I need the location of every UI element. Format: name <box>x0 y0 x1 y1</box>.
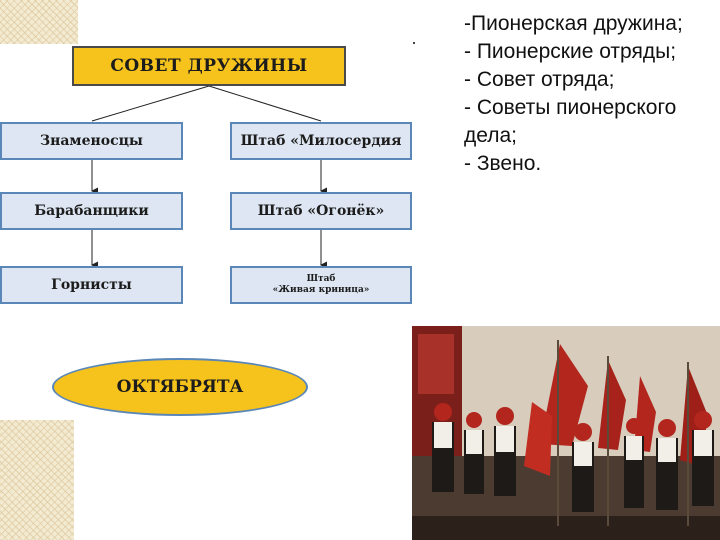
list-item: -Пионерская дружина; <box>464 12 683 35</box>
connector-lines <box>91 85 327 269</box>
list-item: - Советы пионерского дела; <box>464 96 677 147</box>
zhivaya-krinitsa-line2: «Живая криница» <box>272 285 370 295</box>
mercy-hq-box: Штаб «Милосердия <box>230 122 412 160</box>
pioneer-parade-photo <box>412 326 720 540</box>
drummers-box: Барабанщики <box>0 192 183 230</box>
flag-shape <box>540 344 588 446</box>
photo-illustration <box>412 326 720 540</box>
flag-shape <box>634 376 656 452</box>
list-item: - Звено. <box>464 152 542 175</box>
oktyabryata-ellipse: ОКТЯБРЯТА <box>52 358 308 416</box>
council-box: СОВЕТ ДРУЖИНЫ <box>72 46 346 86</box>
decorative-pattern-bottom <box>0 420 74 540</box>
stray-dot <box>413 42 415 44</box>
structure-list: -Пионерская дружина; - Пионерские отряды… <box>464 10 714 178</box>
flag-shape <box>524 402 552 476</box>
ogonek-hq-box: Штаб «Огонёк» <box>230 192 412 230</box>
list-item: - Совет отряда; <box>464 68 615 91</box>
zhivaya-krinitsa-line1: Штаб <box>306 274 336 284</box>
flag-bearers-box: Знаменосцы <box>0 122 183 160</box>
connector-to-znamenostsy <box>91 85 210 122</box>
connector-to-shtab-miloserdiya <box>208 85 322 122</box>
buglers-box: Горнисты <box>0 266 183 304</box>
flag-shape <box>598 360 626 450</box>
list-item: - Пионерские отряды; <box>464 40 677 63</box>
decorative-pattern-top <box>0 0 78 44</box>
zhivaya-krinitsa-hq-box: Штаб «Живая криница» <box>230 266 412 304</box>
organization-diagram: СОВЕТ ДРУЖИНЫ Знаменосцы Барабанщики Гор… <box>0 0 430 420</box>
